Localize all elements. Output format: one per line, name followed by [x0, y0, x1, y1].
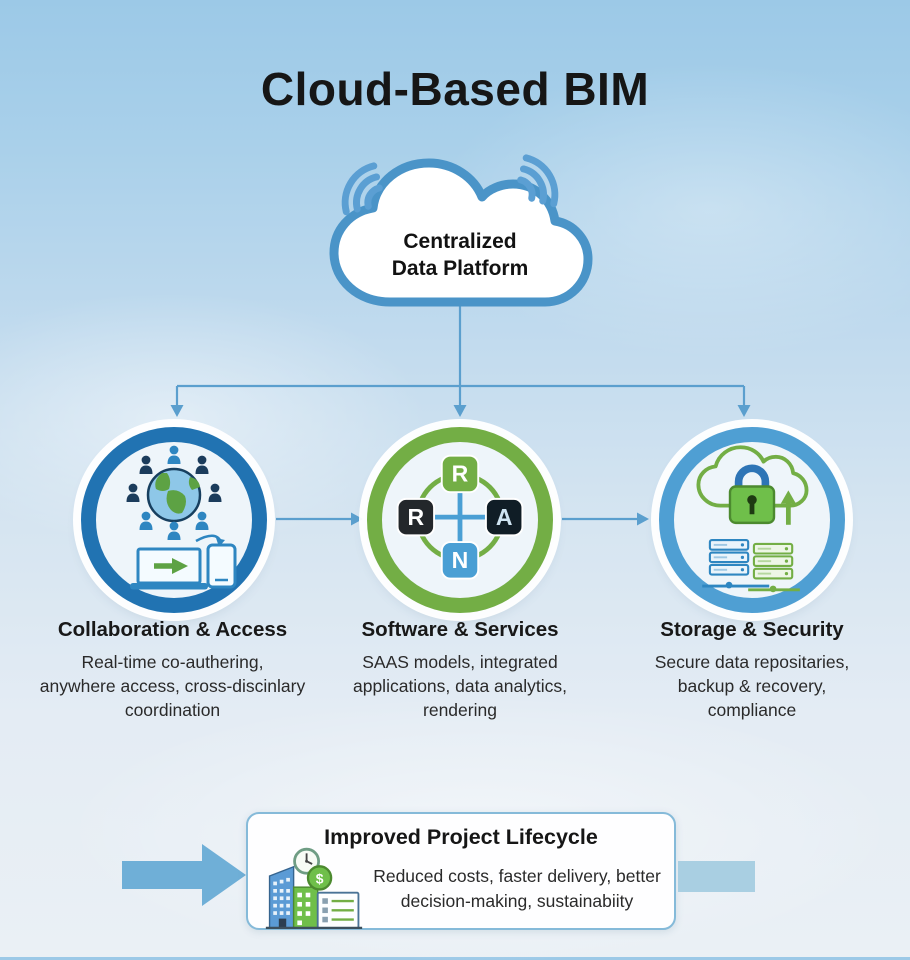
pillar-circle-storage — [659, 427, 845, 613]
app-letter-right: A — [496, 504, 513, 530]
pillar-body-line: rendering — [423, 699, 497, 720]
pillar-text-software: Software & Services SAAS models, integra… — [332, 618, 588, 723]
outcome-heading: Improved Project Lifecycle — [324, 825, 598, 849]
cloud-label: Centralized Data Platform — [312, 228, 608, 282]
flow-arrow-left-icon — [122, 844, 246, 906]
app-tile-top: R — [440, 454, 480, 494]
pillar-heading: Storage & Security — [660, 618, 844, 641]
wifi-signal-right-icon — [517, 154, 559, 208]
pillar-heading: Software & Services — [361, 618, 559, 641]
pillar-text-collaboration: Collaboration & Access Real-time co-auth… — [10, 618, 335, 723]
pillar-circle-collaboration — [81, 427, 267, 613]
pillar-text-storage: Storage & Security Secure data repositar… — [622, 618, 882, 723]
pillar-body-line: backup & recovery, — [677, 675, 827, 696]
pillar-circle-software: R R A N — [367, 427, 553, 613]
pillar-body-line: compliance — [707, 699, 797, 720]
app-letter-left: R — [408, 504, 425, 530]
page-title: Cloud-Based BIM — [260, 63, 650, 115]
pillar-heading: Collaboration & Access — [57, 618, 288, 641]
outcome-body: Reduced costs, faster delivery, better d… — [366, 864, 668, 913]
building-cost-checklist-icon: $ — [265, 847, 363, 930]
pillar-body-line: applications, data analytics, — [352, 675, 568, 696]
dollar-symbol: $ — [316, 870, 324, 886]
cloud-label-line1: Centralized — [403, 230, 517, 253]
app-tile-bottom: N — [440, 541, 480, 580]
outcome-box: Improved Project Lifecycle — [246, 812, 676, 930]
pillar-body-line: coordination — [124, 699, 221, 720]
pillar-body-line: Secure data repositaries, — [654, 652, 850, 672]
app-tile-right: A — [484, 497, 524, 537]
wifi-signal-left-icon — [341, 162, 383, 216]
pillar-body-line: Real-time co-authering, — [81, 652, 264, 672]
outcome-body-line: Reduced costs, faster delivery, better — [373, 866, 661, 886]
bim-apps-cross-icon: R R A N — [396, 454, 524, 580]
secure-cloud-servers-icon — [696, 445, 809, 593]
outcome-body-line: decision-making, sustainabiity — [400, 890, 634, 911]
cloud-icon — [329, 158, 593, 307]
pillar-body-line: SAAS models, integrated — [362, 652, 558, 672]
central-cloud: Centralized Data Platform — [312, 150, 608, 318]
cloud-label-line2: Data Platform — [391, 257, 529, 280]
app-letter-top: R — [452, 461, 469, 487]
collaboration-globe-devices-icon — [126, 445, 237, 590]
pillar-body-line: anywhere access, cross-discinlary — [39, 675, 306, 696]
app-tile-left: R — [396, 497, 436, 537]
app-letter-bottom: N — [452, 547, 469, 573]
flow-arrow-right-stub — [678, 861, 755, 892]
